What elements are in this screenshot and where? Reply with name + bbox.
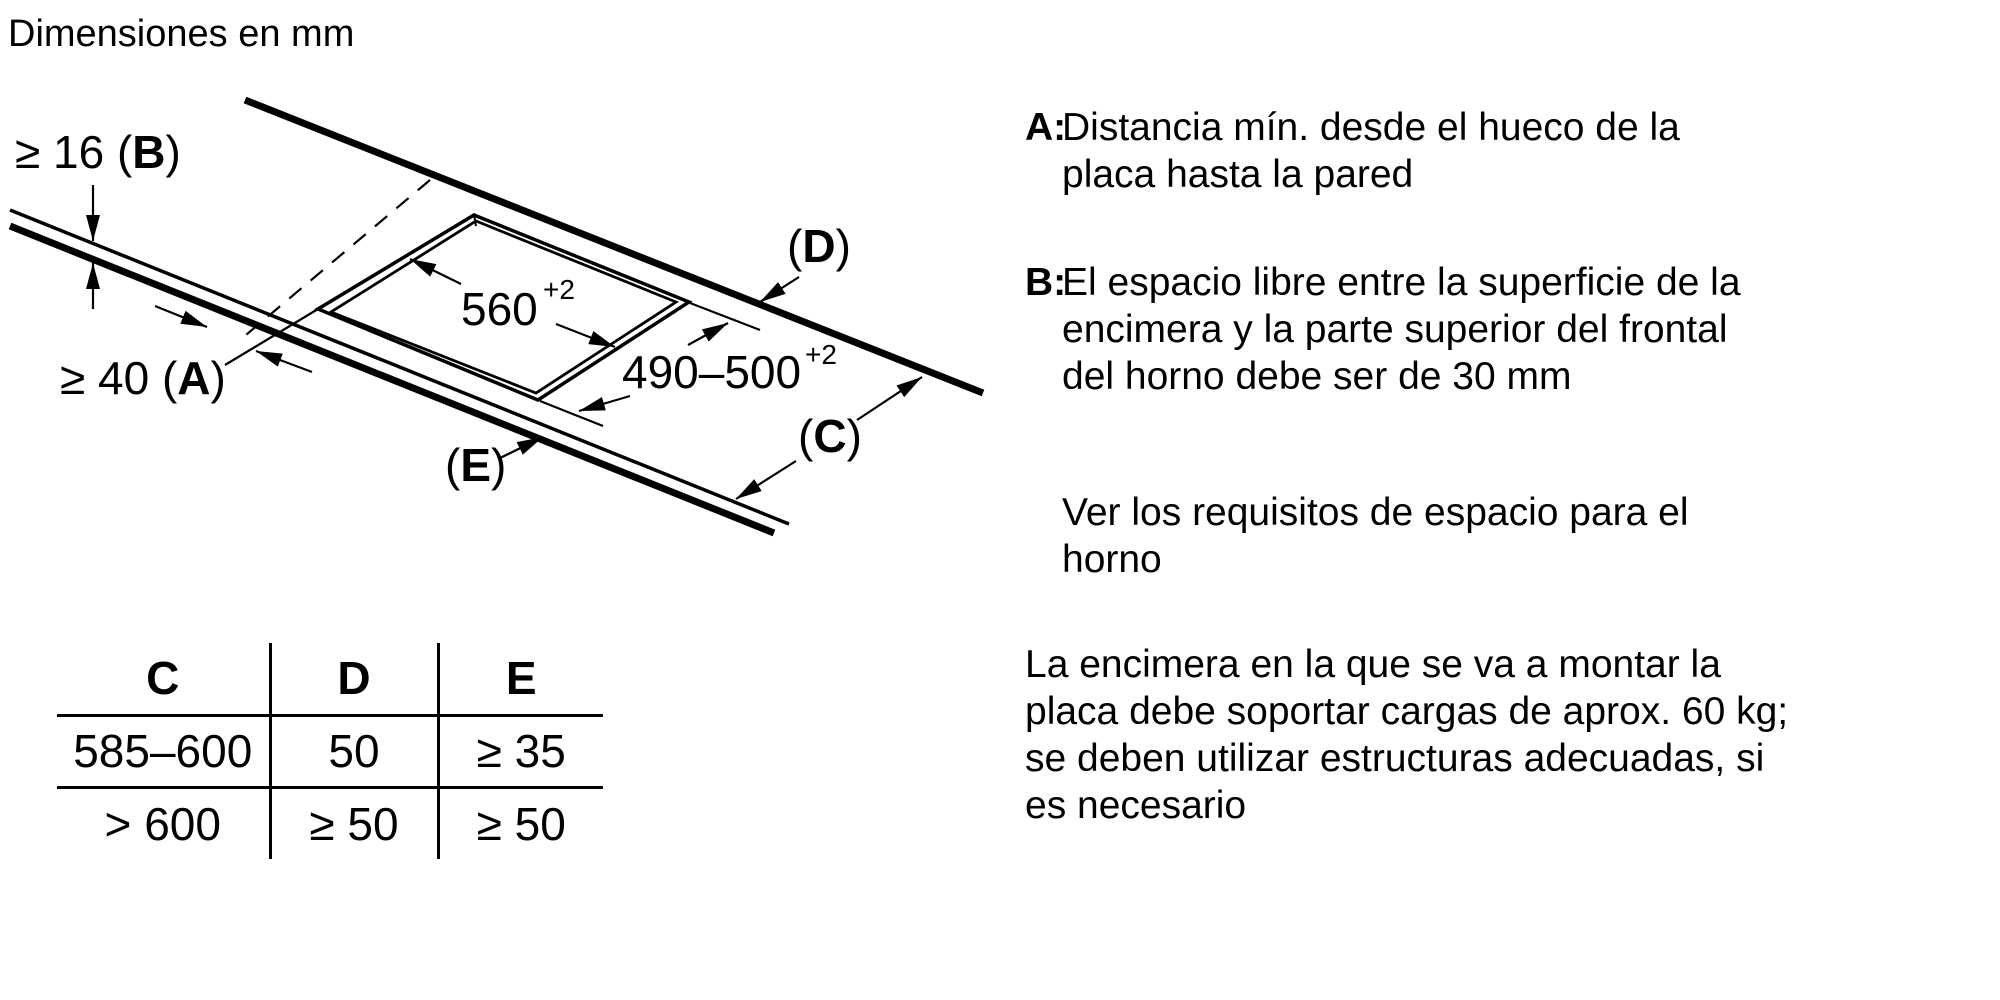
note-oven-space: Ver los requisitos de espacio para el ho… [1025,489,1945,583]
dim-a-arrow-lower [255,349,313,374]
table-header-e: E [438,643,603,717]
note-line: se deben utilizar estructuras adecuadas,… [1025,737,1765,780]
dim-c-arrow-lower [735,460,797,500]
note-worktop-load: La encimera en la que se va a montar la … [1025,641,1945,829]
dim-a-arrow-upper [154,304,208,329]
table-cell: > 600 [57,787,272,859]
cutout-outline-inner [327,219,680,395]
note-line: es necesario [1025,784,1247,827]
note-line: encimera y la parte superior del frontal [1062,308,1728,351]
cutout-edge-extension-line [224,308,319,366]
cutout-width-value: 560 [461,283,538,335]
table-cell: ≥ 35 [438,715,603,789]
worktop-front-top-edge [9,208,790,526]
dim-c-label: (C) [798,410,862,462]
table-header-d: D [270,643,440,717]
cutout-width-tolerance: +2 [543,274,575,305]
cutout-depth-value: 490–500 [622,346,801,398]
installation-diagram: Dimensiones en mm [8,13,985,537]
width-arrow-left [409,258,462,285]
table-cell: ≥ 50 [476,797,566,850]
note-line: horno [1062,538,1162,581]
dim-c-arrow-upper [856,376,923,421]
note-line: Distancia mín. desde el hueco de la [1062,106,1680,149]
note-line: La encimera en la que se va a montar la [1025,643,1721,686]
table-cell: ≥ 50 [270,787,440,859]
depth-arrow-lower [578,394,631,413]
cutout-depth-tolerance: +2 [805,339,837,370]
cutout-corner-tick [473,214,477,227]
wall-reference-dashed-line [239,179,431,341]
table-header-c: C [57,643,272,717]
dim-e-arrow [497,436,544,460]
dim-e-label: (E) [445,439,506,491]
wall-edge-line [243,96,985,397]
note-line: del horno debe ser de 30 mm [1062,355,1572,398]
table-row: 585–600 50 ≥ 35 [57,715,603,789]
note-b-label: B: [1025,261,1067,304]
cutout-outline-outer [314,213,693,402]
note-line: placa hasta la pared [1062,153,1414,196]
depth-extension-line-lower [539,399,604,428]
note-a: A: Distancia mín. desde el hueco de la p… [1025,104,1945,198]
depth-extension-line-upper [689,301,761,332]
note-line: placa debe soportar cargas de aprox. 60 … [1025,690,1789,733]
dim-d-label: (D) [787,220,851,272]
note-a-label: A: [1025,106,1067,149]
dim-b-label: ≥ 16 (B) [15,126,181,178]
worktop-front-bottom-edge [8,222,776,537]
width-arrow-right [555,322,616,349]
dim-a-label: ≥ 40 (A) [60,352,226,404]
note-line: El espacio libre entre la superficie de … [1062,261,1741,304]
note-b: B: El espacio libre entre la superficie … [1025,259,1945,400]
table-cell: 50 [270,715,440,789]
dimension-table: C D E 585–600 50 ≥ 35 > 600 ≥ 50 ≥ 50 [57,643,603,859]
dim-d-arrow [759,276,800,303]
depth-arrow-upper [687,322,729,346]
table-row: > 600 ≥ 50 ≥ 50 [57,787,603,859]
page-title: Dimensiones en mm [8,13,354,55]
note-line: Ver los requisitos de espacio para el [1062,491,1689,534]
table-cell: 585–600 [57,715,272,789]
